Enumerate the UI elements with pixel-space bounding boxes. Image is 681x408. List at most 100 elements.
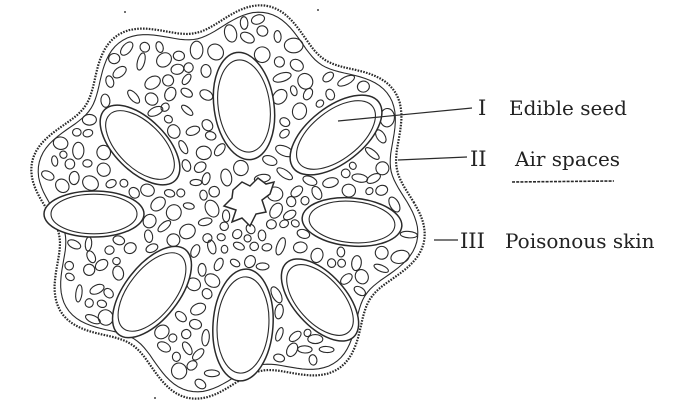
air-space-cell [223, 23, 239, 43]
air-space-cell [390, 249, 411, 266]
air-space-cell [170, 63, 184, 75]
air-space-cell [240, 17, 248, 30]
air-space-cell [219, 221, 229, 231]
air-space-cell [163, 114, 174, 125]
air-space-cell [207, 184, 222, 199]
air-space-cell [288, 57, 305, 73]
label-air-spaces: Air spaces [514, 147, 620, 171]
air-space-cell [172, 352, 180, 361]
air-space-cell [199, 190, 208, 201]
air-space-cell [85, 237, 93, 252]
air-space-cell [290, 218, 300, 228]
air-space-cell [143, 90, 161, 107]
air-space-cell [373, 262, 390, 274]
air-space-cell [191, 347, 206, 362]
air-space-cell [108, 53, 120, 64]
air-space-cell [118, 40, 135, 58]
air-space-cell [308, 354, 317, 366]
air-space-cell [112, 234, 126, 246]
air-space-cell [357, 80, 371, 93]
air-space-cell [348, 161, 358, 171]
label-i-numeral: I [478, 96, 486, 120]
air-space-cell [148, 194, 168, 214]
air-space-cell [351, 255, 362, 271]
air-space-cell [51, 155, 59, 166]
air-space-cell [73, 142, 84, 159]
air-space-cell [291, 102, 308, 121]
air-space-cell [200, 117, 215, 132]
air-space-cell [190, 179, 202, 185]
air-space-cell [274, 30, 282, 42]
air-space-cell [250, 242, 259, 251]
air-space-cell [302, 174, 319, 187]
air-space-cell [232, 241, 245, 252]
air-space-cell [142, 73, 162, 92]
air-space-cell [183, 202, 195, 210]
air-space-cell [144, 229, 154, 243]
air-space-cell [336, 73, 356, 88]
air-space-cell [80, 173, 101, 193]
air-space-cell [364, 146, 381, 162]
air-space-cell [274, 304, 284, 320]
speck-dot [154, 397, 156, 399]
air-space-cell [173, 309, 188, 323]
air-space-cell [364, 186, 374, 196]
air-space-cell [180, 103, 195, 117]
air-space-cell [83, 263, 96, 276]
label-iii-numeral: III [460, 229, 485, 253]
air-space-cell [272, 55, 286, 69]
air-space-cell [111, 265, 125, 281]
air-space-cell [261, 243, 272, 252]
air-space-cell [212, 142, 227, 158]
air-space-cell [40, 169, 55, 182]
air-space-cell [196, 146, 212, 161]
air-space-cell [274, 237, 287, 257]
air-space-cell [66, 238, 82, 251]
air-space-cell [104, 245, 115, 255]
air-space-cell [198, 263, 206, 276]
air-space-cell [52, 136, 69, 151]
air-space-cell [65, 159, 76, 170]
air-space-cell [204, 370, 219, 377]
air-space-cell [289, 85, 298, 97]
air-space-cell [165, 203, 183, 222]
air-space-cell [273, 353, 285, 363]
air-space-cell [111, 64, 128, 80]
air-space-cell [298, 346, 313, 354]
air-space-cell [229, 258, 241, 269]
air-space-cell [198, 217, 213, 227]
air-space-cell [88, 282, 105, 296]
air-space-cell [105, 178, 118, 189]
air-space-cell [201, 329, 210, 346]
air-space-cell [275, 166, 294, 182]
air-space-cell [139, 182, 156, 198]
air-space-cell [300, 196, 310, 206]
air-space-cell [84, 298, 95, 309]
air-space-cell [373, 159, 391, 177]
air-space-cell [337, 247, 345, 257]
air-space-cell [82, 129, 93, 138]
air-space-cell [250, 13, 266, 26]
air-space-cell [288, 329, 303, 343]
air-space-cell [303, 328, 313, 338]
air-space-cell [310, 185, 324, 201]
air-space-cell [212, 257, 225, 272]
air-space-cell [170, 362, 188, 380]
air-space-cell [278, 128, 291, 140]
air-space-cell [161, 73, 175, 87]
air-space-cell [156, 340, 172, 354]
air-space-cell [58, 150, 68, 160]
air-space-cell [85, 249, 97, 264]
air-space-cell [183, 61, 195, 73]
air-space-cell [295, 71, 316, 92]
air-space-cell [72, 128, 81, 136]
air-space-cell [293, 241, 307, 253]
air-space-cell [400, 231, 418, 239]
air-space-cell [255, 24, 269, 38]
air-space-cell [94, 160, 113, 179]
air-space-cell [147, 104, 165, 118]
air-space-cell [96, 299, 107, 308]
air-space-cell [205, 130, 217, 141]
air-space-cell [126, 88, 142, 105]
